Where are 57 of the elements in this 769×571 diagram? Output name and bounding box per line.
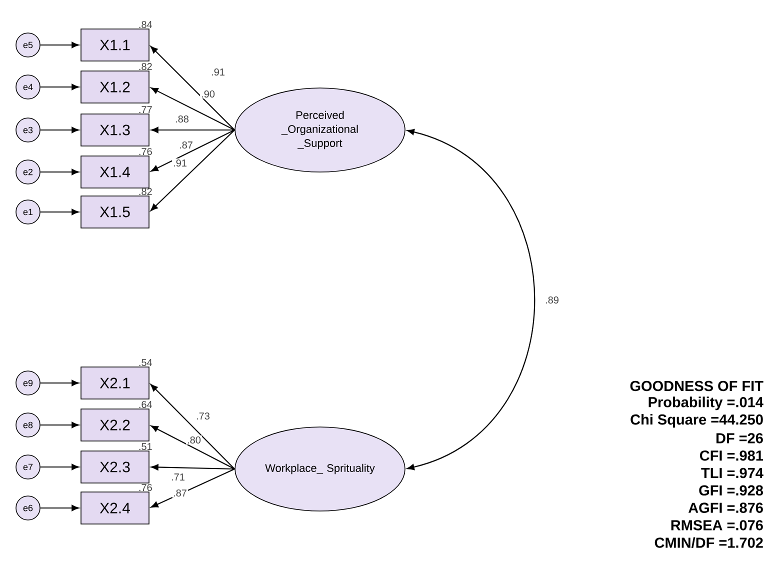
fit-statistic: CFI =.981 [700,450,764,461]
arrow [150,425,235,470]
arrow [406,128,536,470]
edge-label: .80 [186,435,202,445]
value-label: .77 [139,106,152,114]
arrow [40,168,79,176]
arrow [150,46,235,130]
edge-label: .88 [174,114,190,124]
fit-statistic: AGFI =.876 [688,502,763,513]
fit-statistic: RMSEA =.076 [671,520,763,530]
fit-statistic: Probability =.014 [648,396,764,410]
variable-box: X1.2 [80,70,150,104]
variable-box: X2.4 [80,492,150,524]
arrow [150,130,235,172]
edge-label: .91 [210,67,226,77]
fit-statistic: GFI =.928 [699,485,763,496]
variable-box: X1.3 [80,114,150,146]
edge-label: .90 [200,89,216,99]
edge-label: .73 [195,411,211,421]
arrow [40,464,79,470]
fit-statistic: TLI =.974 [701,468,764,478]
arrow [40,42,79,48]
arrow [150,130,235,212]
edge-label: .91 [172,158,188,168]
edge-label: .89 [544,295,560,305]
value-label: .76 [139,148,152,156]
edge-label: .87 [172,488,188,498]
fit-heading: GOODNESS OF FIT [630,380,764,392]
variable-box: X1.1 [80,28,150,62]
arrow [151,126,235,134]
edge-label: .71 [170,472,186,482]
variable-box: X1.4 [80,156,150,188]
fit-statistic: CMIN/DF =1.702 [654,537,763,548]
value-label: .54 [139,359,152,366]
arrow [151,464,235,470]
variable-box: X2.3 [80,450,150,484]
fit-statistic: Chi Square =44.250 [630,414,763,428]
arrow [40,422,79,428]
value-label: .82 [139,62,152,70]
arrow [40,208,79,216]
value-label: .64 [139,400,152,408]
fit-statistic: DF =26 [716,433,763,444]
variable-box: X2.1 [80,366,150,400]
arrow [150,384,235,470]
variable-box: X2.2 [80,408,150,442]
arrow [40,84,79,90]
variable-box: X1.5 [80,196,150,228]
arrow [40,126,79,134]
arrow [150,468,235,508]
value-label: .82 [139,188,152,196]
edge-label: .87 [178,140,194,150]
arrow [40,504,79,512]
value-label: .51 [139,443,152,450]
arrow [150,87,235,130]
value-label: .76 [139,484,152,492]
arrow [40,380,79,386]
value-label: .84 [139,20,152,28]
